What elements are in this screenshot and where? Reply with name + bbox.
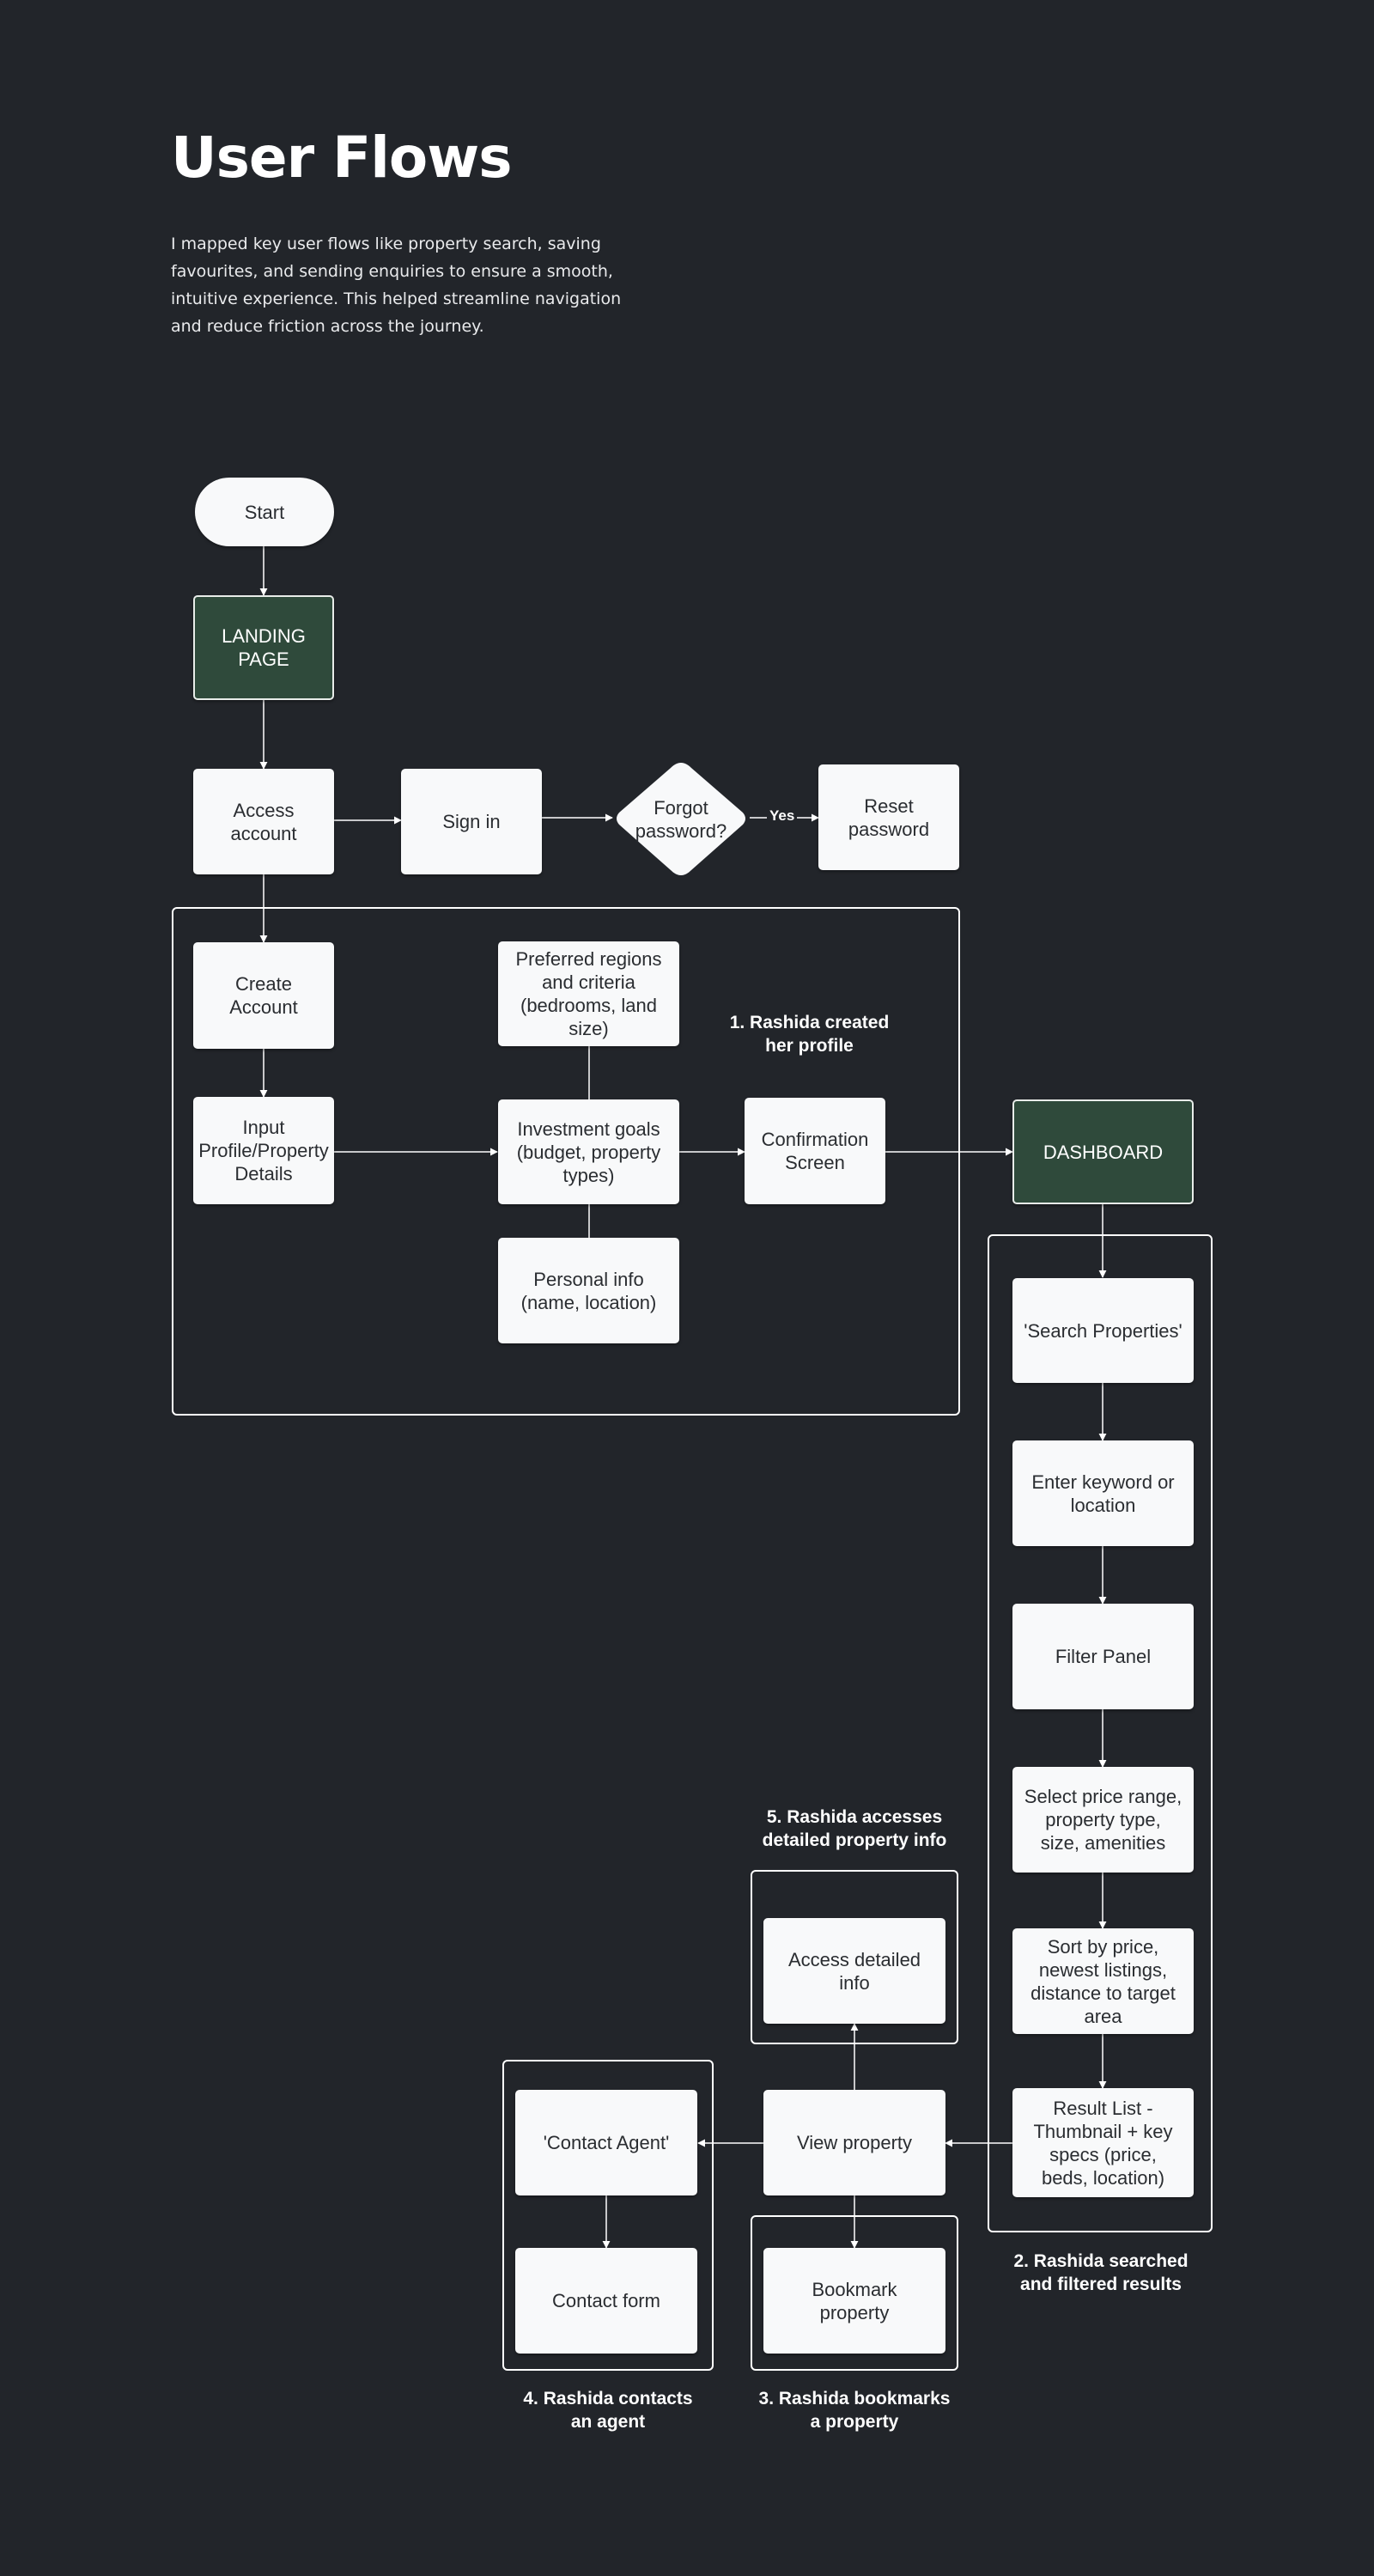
- node-sign-in[interactable]: Sign in: [401, 769, 542, 874]
- node-start[interactable]: Start: [195, 478, 334, 546]
- node-reset-password[interactable]: Reset password: [818, 764, 959, 870]
- group-frame-profile: [172, 907, 960, 1416]
- caption-created-profile: 1. Rashida created her profile: [729, 1013, 890, 1056]
- node-result-list[interactable]: Result List - Thumbnail + key specs (pri…: [1012, 2088, 1194, 2197]
- caption-detailed-info: 5. Rashida accesses detailed property in…: [762, 1807, 947, 1850]
- decision-diamond-shape: [617, 763, 745, 875]
- node-enter-keyword[interactable]: Enter keyword or location: [1012, 1440, 1194, 1546]
- node-bookmark-property[interactable]: Bookmark property: [763, 2248, 945, 2354]
- page-description: I mapped key user flows like property se…: [171, 234, 622, 336]
- node-investment-goals[interactable]: Investment goals (budget, property types…: [498, 1099, 679, 1204]
- group-frame-contact: [502, 2060, 714, 2371]
- node-dashboard[interactable]: DASHBOARD: [1012, 1099, 1194, 1204]
- node-search-properties[interactable]: 'Search Properties': [1012, 1278, 1194, 1383]
- page-title: User Flows: [171, 125, 512, 191]
- node-landing-page[interactable]: LANDING PAGE: [193, 595, 334, 700]
- node-confirmation-screen[interactable]: Confirmation Screen: [745, 1098, 885, 1204]
- caption-searched-filtered: 2. Rashida searched and filtered results: [1013, 2251, 1189, 2294]
- node-access-detailed-info[interactable]: Access detailed info: [763, 1918, 945, 2024]
- node-select-price[interactable]: Select price range, property type, size,…: [1012, 1767, 1194, 1873]
- node-access-account[interactable]: Access account: [193, 769, 334, 874]
- node-contact-agent[interactable]: 'Contact Agent': [515, 2090, 697, 2195]
- node-sort-by[interactable]: Sort by price, newest listings, distance…: [1012, 1928, 1194, 2034]
- edge-label-yes: Yes: [767, 807, 798, 825]
- node-create-account[interactable]: Create Account: [193, 942, 334, 1049]
- group-frame-detailed-info: [751, 1870, 958, 2044]
- node-contact-form[interactable]: Contact form: [515, 2248, 697, 2354]
- group-frame-bookmark: [751, 2215, 958, 2371]
- decision-label: Forgot password?: [635, 796, 727, 842]
- caption-contacts-agent: 4. Rashida contacts an agent: [523, 2389, 693, 2432]
- group-frame-search: [988, 1234, 1213, 2232]
- node-view-property[interactable]: View property: [763, 2090, 945, 2195]
- node-filter-panel[interactable]: Filter Panel: [1012, 1604, 1194, 1709]
- node-personal-info[interactable]: Personal info (name, location): [498, 1238, 679, 1343]
- node-input-profile[interactable]: Input Profile/Property Details: [193, 1097, 334, 1204]
- node-preferred-regions[interactable]: Preferred regions and criteria (bedrooms…: [498, 941, 679, 1046]
- node-forgot-password[interactable]: Forgot password?: [612, 761, 750, 877]
- caption-bookmarks: 3. Rashida bookmarks a property: [758, 2389, 951, 2432]
